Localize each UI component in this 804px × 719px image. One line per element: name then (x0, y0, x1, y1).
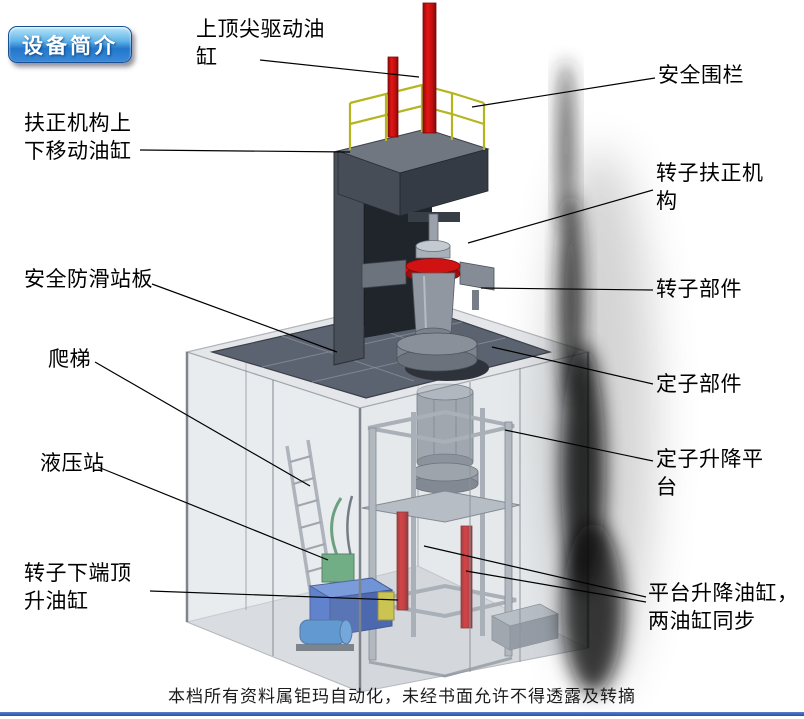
label-rotor-component: 转子部件 (656, 278, 742, 301)
leader-platform-cylinder-2 (465, 570, 647, 603)
leader-stator-component (491, 346, 654, 385)
leader-top-drive-cylinder (259, 59, 420, 78)
press-column (333, 128, 490, 366)
label-anti-slip-platform: 安全防滑站板 (24, 268, 153, 291)
leader-platform-cylinder-1 (423, 545, 647, 598)
label-top-drive-cylinder: 上顶尖驱动油缸 (196, 18, 325, 69)
leader-anti-slip-platform (151, 283, 338, 353)
confidentiality-note: 本档所有资料属钜玛自动化，未经书面允许不得透露及转摘 (168, 687, 636, 706)
anti-slip-plates (184, 297, 591, 409)
leader-ladder (94, 361, 311, 487)
label-ladder: 爬梯 (48, 348, 91, 371)
leader-stator-lift-platform (504, 429, 654, 462)
label-rotor-centering-mechanism: 转子扶正机构 (656, 162, 764, 213)
leader-rotor-centering-mechanism (467, 189, 654, 244)
label-centering-lift-cylinder: 扶正机构上下移动油缸 (24, 112, 132, 163)
label-rotor-bottom-jack-cylinder: 转子下端顶升油缸 (24, 562, 132, 613)
floor-box (490, 603, 560, 651)
equipment-intro-badge: 设备简介 (8, 26, 132, 63)
label-safety-fence: 安全围栏 (658, 64, 744, 87)
leader-rotor-bottom-jack (149, 590, 399, 601)
shadow-artifact (545, 60, 655, 693)
leader-safety-fence (471, 77, 656, 108)
leader-centering-lift-cylinder (139, 149, 351, 153)
platform-lift-cylinders-graphic (396, 511, 473, 629)
label-hydraulic-station: 液压站 (40, 452, 105, 475)
leader-hydraulic-station (97, 466, 329, 561)
badge-label: 设备简介 (22, 34, 118, 58)
leader-rotor-component (480, 287, 654, 291)
label-stator-lift-platform: 定子升降平台 (656, 448, 764, 499)
safety-railing-graphic (348, 83, 486, 150)
label-stator-component: 定子部件 (656, 373, 742, 396)
label-platform-lift-cylinders: 平台升降油缸，两油缸同步 (648, 582, 799, 633)
top-drive-cylinders-graphic (387, 2, 437, 138)
pit-walls (185, 351, 590, 693)
bottom-divider (0, 712, 804, 716)
rotor-assembly (361, 213, 495, 372)
leader-lines (94, 59, 656, 603)
